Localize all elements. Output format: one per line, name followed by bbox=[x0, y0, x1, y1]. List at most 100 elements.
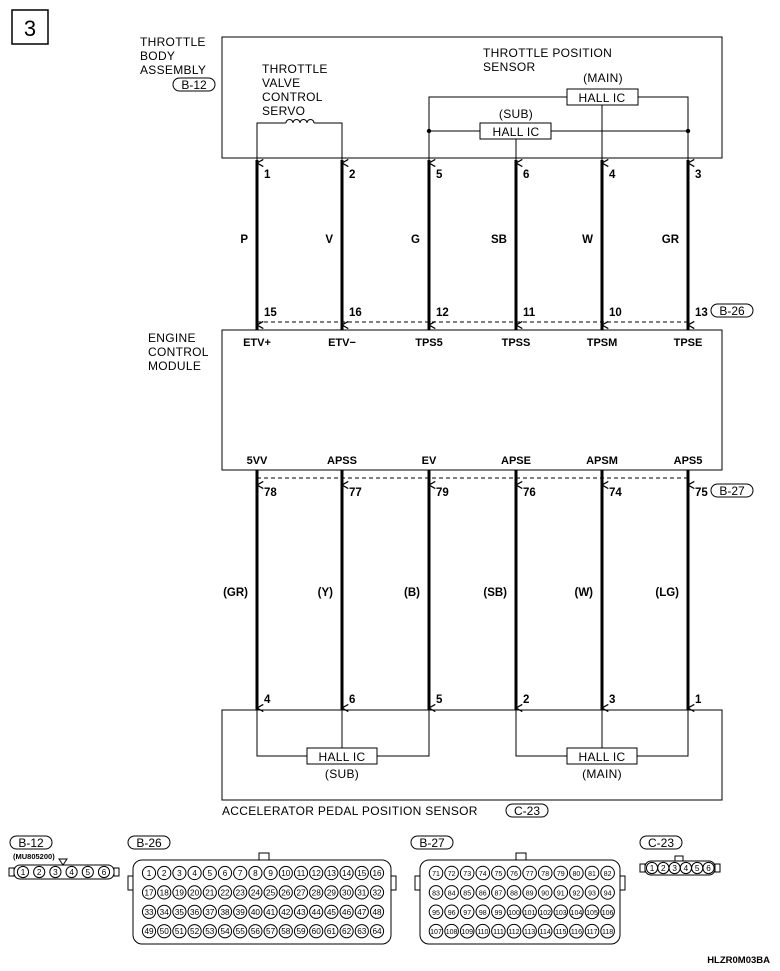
connector-pin bbox=[475, 923, 491, 939]
connector-pin bbox=[293, 885, 309, 900]
connector-pin-number: 27 bbox=[296, 888, 306, 897]
connector-pin bbox=[369, 904, 385, 919]
connector-pin-number: 75 bbox=[495, 871, 503, 878]
connector-pin bbox=[537, 904, 553, 920]
connector-pin-number: 83 bbox=[432, 890, 440, 897]
connector-pin bbox=[16, 865, 30, 879]
connector-pin-number: 45 bbox=[327, 908, 337, 917]
connector-pin-number: 26 bbox=[281, 888, 291, 897]
bottom-wire-color: (Y) bbox=[318, 587, 334, 599]
connector-pin bbox=[444, 885, 459, 900]
connector-pin bbox=[248, 904, 263, 919]
engine-control-module: ENGINE CONTROL MODULE bbox=[148, 329, 723, 471]
connector-pin-number: 61 bbox=[327, 927, 337, 936]
connector-pin bbox=[324, 924, 339, 939]
throttle-title-3: ASSEMBLY bbox=[140, 63, 206, 77]
connector-pin-number: 118 bbox=[602, 929, 613, 936]
accel-main-hall-ic-label: HALL IC bbox=[578, 750, 625, 764]
top-pin: 6 bbox=[523, 169, 529, 181]
connector-pin bbox=[369, 924, 385, 939]
connector-pin-number: 92 bbox=[573, 890, 581, 897]
connector-pin bbox=[491, 923, 506, 939]
top-wire-color: V bbox=[325, 234, 333, 246]
throttle-title-1: THROTTLE bbox=[140, 35, 206, 49]
top-pin: 4 bbox=[609, 169, 616, 181]
ecm-pin-bottom: 76 bbox=[523, 487, 536, 499]
connector-tag-b26: B-26 bbox=[719, 304, 745, 318]
connector-pin bbox=[278, 924, 293, 939]
connector-pin bbox=[522, 865, 537, 881]
connector-pin-number: 111 bbox=[493, 929, 504, 936]
connector-pin-number: 117 bbox=[586, 929, 597, 936]
connector-pin bbox=[187, 885, 202, 900]
connector-pin-number: 98 bbox=[479, 910, 487, 917]
connector-pin bbox=[233, 885, 248, 900]
ecm-terminal-bottom: 5VV bbox=[247, 455, 268, 467]
connector-pin-number: 89 bbox=[526, 890, 534, 897]
connector-pin bbox=[537, 865, 553, 881]
connector-pin-number: 34 bbox=[160, 908, 170, 917]
connector-pin-number: 73 bbox=[463, 871, 471, 878]
accel-pin: 1 bbox=[695, 694, 702, 706]
connector-pin bbox=[263, 904, 278, 919]
connector-pin bbox=[428, 885, 444, 900]
main-label: (MAIN) bbox=[583, 71, 623, 85]
connector-pin bbox=[444, 865, 459, 881]
connector-pin-number: 25 bbox=[266, 888, 276, 897]
ecm-terminal-top: ETV− bbox=[328, 337, 356, 349]
accel-pin: 2 bbox=[523, 694, 529, 706]
ecm-pin-top: 13 bbox=[695, 307, 708, 319]
connector-pin-number: 88 bbox=[510, 890, 518, 897]
connector-pin bbox=[157, 865, 172, 881]
connector-pin bbox=[569, 885, 584, 900]
connector-pin bbox=[263, 924, 278, 939]
ecm-terminal-bottom: APSS bbox=[327, 455, 357, 467]
connector-tag-b27-outline bbox=[710, 483, 754, 498]
connector-tag-b26-outline bbox=[710, 303, 754, 318]
connector-pin-number: 113 bbox=[524, 929, 535, 936]
connector-pin bbox=[33, 865, 46, 879]
connector-tag-c23: C-23 bbox=[514, 804, 540, 818]
connector-pin bbox=[522, 923, 537, 939]
sensor-label-1: THROTTLE POSITION bbox=[483, 46, 612, 60]
connector-pin bbox=[141, 865, 157, 881]
connector-pin bbox=[157, 885, 172, 900]
connector-pin bbox=[202, 904, 217, 919]
connector-pin bbox=[491, 904, 506, 920]
connector-pin-number: 110 bbox=[477, 929, 488, 936]
ecm-pin-top: 16 bbox=[349, 307, 362, 319]
connector-pin bbox=[569, 865, 584, 881]
connector-pin-number: 4 bbox=[69, 868, 74, 877]
connector-pin-number: 19 bbox=[175, 888, 185, 897]
connector-pin bbox=[459, 904, 475, 920]
connector-pin bbox=[248, 924, 263, 939]
connector-pin-number: 17 bbox=[144, 888, 154, 897]
connector-pin bbox=[459, 885, 475, 900]
connector-pin-number: 60 bbox=[312, 927, 322, 936]
connector-pin-number: 76 bbox=[510, 871, 518, 878]
ecm-terminal-bottom: APSE bbox=[501, 455, 531, 467]
connector-pin-number: 112 bbox=[508, 929, 519, 936]
connector-tag-b12-outline bbox=[172, 77, 216, 92]
connector-pin bbox=[354, 865, 369, 881]
ecm-pin-top: 12 bbox=[436, 307, 449, 319]
connector-pin-number: 103 bbox=[555, 910, 567, 917]
connector-pin bbox=[600, 904, 615, 920]
bottom-wire-color: (W) bbox=[574, 587, 593, 599]
connector-pin-number: 22 bbox=[220, 888, 230, 897]
connector-pin-number: 94 bbox=[604, 890, 612, 897]
connector-pin bbox=[202, 885, 217, 900]
connector-pin bbox=[506, 885, 522, 900]
connector-pin bbox=[278, 865, 293, 881]
connector-pin-number: 82 bbox=[604, 871, 612, 878]
connector-pin bbox=[369, 865, 385, 881]
page-number: 3 bbox=[24, 16, 36, 41]
connector-pin-number: 93 bbox=[588, 890, 596, 897]
connector-pin bbox=[369, 885, 385, 900]
accel-pin: 6 bbox=[349, 694, 355, 706]
connector-pin bbox=[491, 865, 506, 881]
sub-label: (SUB) bbox=[499, 107, 533, 121]
connector-pin-number: 35 bbox=[175, 908, 185, 917]
connector-pin bbox=[263, 885, 278, 900]
